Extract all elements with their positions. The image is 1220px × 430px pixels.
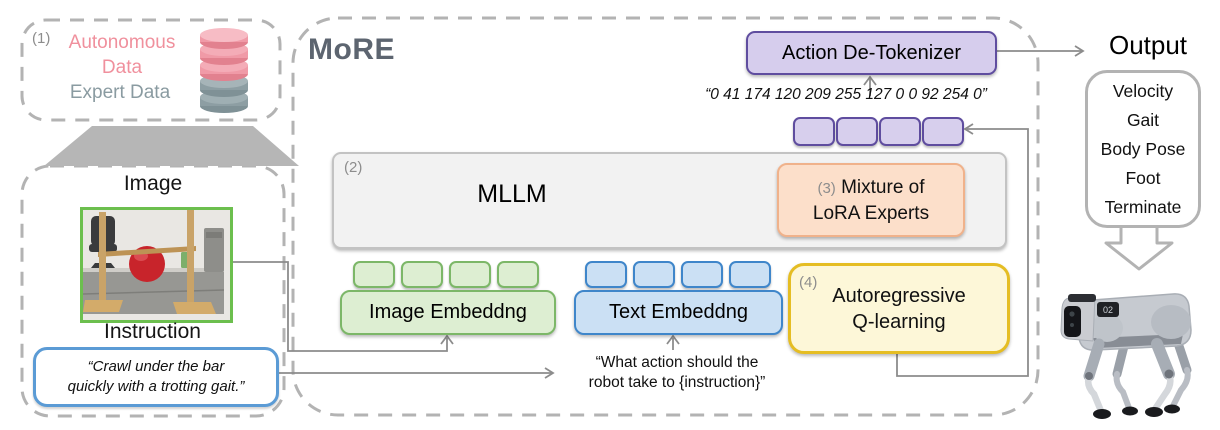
robot-dog-image: 02 [1060,293,1192,419]
output-item-bodypose: Body Pose [1100,138,1186,159]
prompt-text: “What action should the robot take to {i… [527,353,827,393]
moe-text2: LoRA Experts [812,202,930,224]
data-box-border [20,18,282,122]
instruction-heading: Instruction [104,320,201,343]
action-token-string: “0 41 174 120 209 255 127 0 0 92 254 0” [705,86,987,103]
moe-text1: Mixture of [841,176,925,198]
action-token [793,117,835,146]
action-detokenizer-label: Action De-Tokenizer [782,41,961,64]
action-token [879,117,921,146]
image-token [497,261,539,288]
output-item-terminate: Terminate [1104,196,1182,217]
connector-tokens-to-detokenizer [863,75,877,96]
image-token [353,261,395,288]
prompt-line2: robot take to {instruction}” [588,374,766,391]
data-box-number: (1) [32,30,51,47]
action-token [836,117,878,146]
hurdle-shape [83,210,216,314]
action-token [922,117,964,146]
image-heading: Image [123,172,183,195]
autonomous-data-label: Autonomous Data [68,32,176,78]
moe-line1: (3) Mixture of [817,175,924,201]
more-title: MoRE [308,33,395,66]
connector-image-to-embedding [227,261,454,352]
ql-line1: Autoregressive [832,284,966,307]
robot-body-label: 02 [1097,302,1119,317]
instruction-text-line1: “Crawl under the bar [87,358,225,375]
text-token [633,261,675,288]
database-pink-disks [200,28,248,81]
action-detokenizer-box: Action De-Tokenizer [746,31,997,75]
robot-far-legs [1112,335,1192,411]
output-item-gait: Gait [1126,109,1160,130]
output-item-foot: Foot [1125,167,1161,188]
autoregressive-qlearning-box: (4) Autoregressive Q-learning [788,263,1010,354]
output-item-velocity: Velocity [1112,80,1174,101]
image-embedding-box: Image Embeddng [340,290,556,335]
camera-image [80,207,233,323]
robot-head [1060,294,1096,342]
scene-illustration [83,210,224,314]
moe-number: (3) [817,179,836,197]
database-icon [200,28,248,113]
text-token [585,261,627,288]
funnel-shape [44,126,299,166]
instruction-bubble: “Crawl under the bar quickly with a trot… [33,347,279,407]
connector-instruction-to-prompt [276,367,555,379]
instruction-text-line2: quickly with a trotting gait.” [67,378,245,395]
expert-data-label: Expert Data [69,82,171,103]
ql-number: (4) [799,274,818,291]
prompt-line1: “What action should the [595,354,759,371]
database-gray-disks [200,74,248,113]
mllm-label: MLLM [477,180,547,208]
svg-text:02: 02 [1103,305,1113,315]
text-embedding-box: Text Embeddng [574,290,783,335]
connector-detokenizer-to-output [995,45,1085,57]
mixture-of-lora-experts-box: (3) Mixture of LoRA Experts [777,163,965,237]
text-token [729,261,771,288]
output-list-box: Velocity Gait Body Pose Foot Terminate [1085,70,1201,228]
image-token [401,261,443,288]
mllm-number: (2) [344,159,363,176]
text-token [681,261,723,288]
image-embedding-label: Image Embeddng [369,301,527,323]
text-embedding-label: Text Embeddng [609,301,748,323]
image-token [449,261,491,288]
connector-prompt-to-text-embedding [666,334,680,350]
ql-line2: Q-learning [852,310,946,333]
cabinet-shape [204,228,224,272]
output-title: Output [1108,30,1188,60]
connector-qlearning-loop [896,123,1029,377]
